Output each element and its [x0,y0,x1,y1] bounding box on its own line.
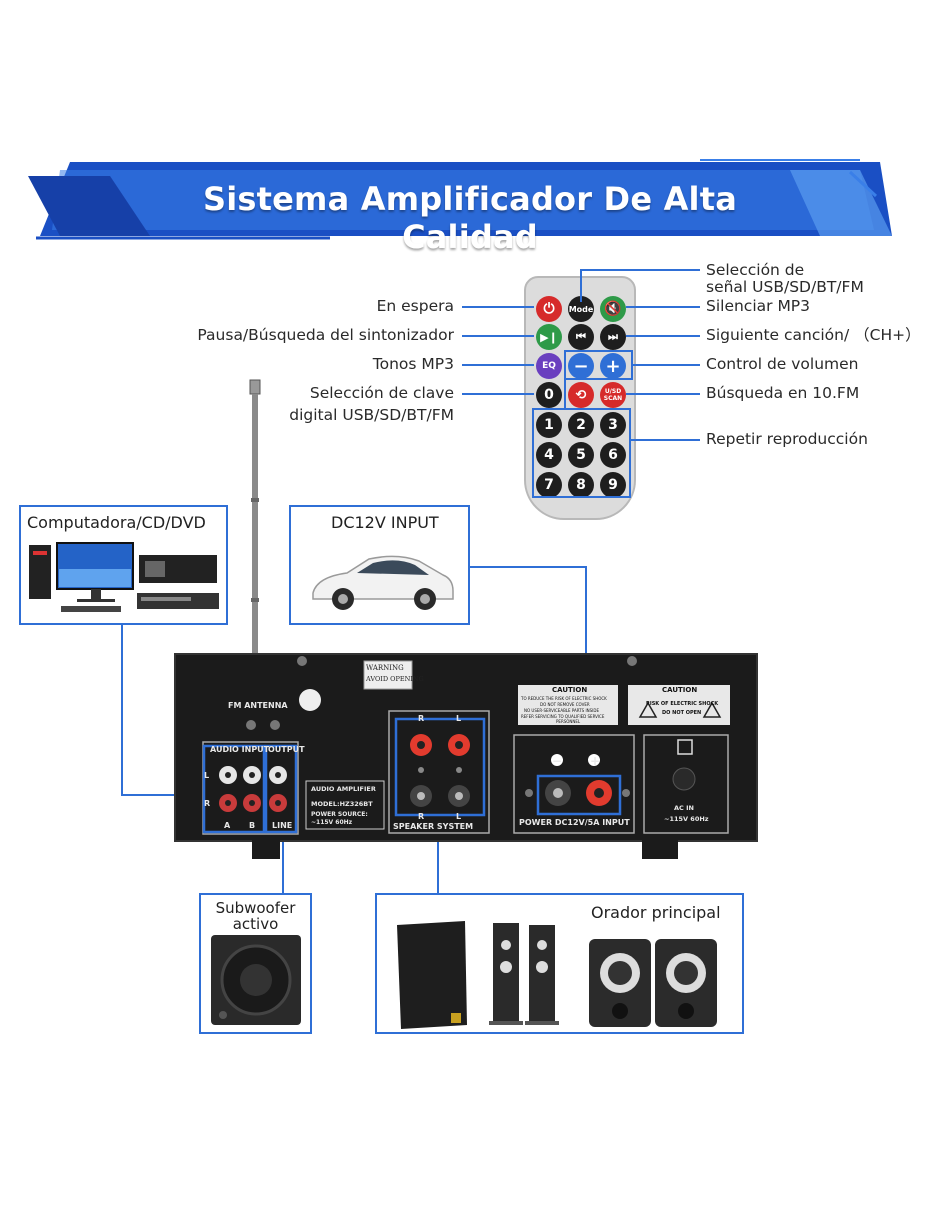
digit-5-button[interactable]: 5 [568,442,594,468]
label-digital-key-1: Selección de clave [309,384,454,402]
model-box-line1: AUDIO AMPLIFIER [311,785,376,793]
main-speakers-icon [397,921,717,1029]
audio-input-label: AUDIO INPUT [210,745,270,754]
subwoofer-title-1: Subwoofer [215,899,296,917]
dc-plus-label: + [590,754,601,768]
scan-label: SCAN [603,395,623,402]
repeat-icon[interactable]: ⟲ [568,382,594,408]
next-icon[interactable]: ⏭ [600,324,626,350]
speaker-r-bottom-label: R [418,812,425,821]
model-box-line4: ~115V 60Hz [311,819,353,826]
speaker-r-top-label: R [418,714,425,723]
computer-source-title: Computadora/CD/DVD [27,513,206,532]
eq-button[interactable]: EQ [536,353,562,379]
digit-8-button[interactable]: 8 [568,472,594,498]
fm-antenna-label: FM ANTENNA [228,701,288,710]
digit-6-button[interactable]: 6 [600,442,626,468]
caution2-line1: RISK OF ELECTRIC SHOCK [646,701,719,707]
caution-small-5: PERSONNEL [556,719,581,724]
input-b-label: B [249,821,256,830]
caution-small-4: REFER SERVICING TO QUALIFIED SERVICE [521,714,605,719]
channel-r-label: R [204,799,211,808]
volume-up-button[interactable]: + [600,353,626,379]
label-fm-search: Búsqueda en 10.FM [706,384,860,402]
model-box-line3: POWER SOURCE: [311,811,368,818]
usd-scan-button[interactable]: U/SD SCAN [600,382,626,408]
dc12v-source-box: DC12V INPUT [289,505,470,625]
digit-9-button[interactable]: 9 [600,472,626,498]
power-icon[interactable]: ⏻ [536,296,562,322]
page-title: Sistema Amplificador De Alta Calidad [203,180,737,256]
subwoofer-icon [211,935,301,1025]
channel-l-label: L [204,771,210,780]
caution-small-3: NO USER-SERVICEABLE PARTS INSIDE [524,708,599,713]
ac-in-line1: AC IN [674,804,694,812]
car-icon [312,555,454,610]
digit-4-button[interactable]: 4 [536,442,562,468]
main-speaker-title: Orador principal [591,903,721,922]
power-input-label: POWER DC12V/5A INPUT [519,818,630,827]
volume-down-button[interactable]: − [568,353,594,379]
main-speaker-box: Orador principal [375,893,744,1034]
label-digital-key-2: digital USB/SD/BT/FM [289,406,454,424]
digit-1-button[interactable]: 1 [536,412,562,438]
speaker-system-label: SPEAKER SYSTEM [393,822,474,831]
caution-title-2: CAUTION [662,686,698,694]
label-volume: Control de volumen [706,355,859,373]
warning-sticker-line1: WARNING [366,664,404,672]
title-banner [28,159,892,240]
mute-icon[interactable]: 🔇 [600,296,626,322]
output-label: OUTPUT [268,745,305,754]
label-tones: Tonos MP3 [372,355,454,373]
caution2-line2: DO NOT OPEN [662,710,702,716]
subwoofer-box: Subwoofer activo [199,893,312,1034]
line-label: LINE [272,821,293,830]
dc-minus-label: − [552,754,563,768]
label-mute: Silenciar MP3 [706,297,811,315]
remote-control: ⏻ Mode 🔇 ▶❙ ⏮ ⏭ EQ − + 0 ⟲ U/SD SCAN 1 2… [524,276,636,520]
label-standby: En espera [376,297,454,315]
previous-icon[interactable]: ⏮ [568,324,594,350]
computer-source-box: Computadora/CD/DVD [19,505,228,625]
amplifier-details [202,656,730,859]
caution-title-1: CAUTION [552,686,588,694]
play-pause-icon[interactable]: ▶❙ [536,324,562,350]
digit-3-button[interactable]: 3 [600,412,626,438]
dc12v-title: DC12V INPUT [331,513,439,532]
model-box-line2: MODEL:HZ326BT [311,800,373,808]
computer-devices-icon [29,542,219,612]
ac-in-line2: ~115V 60Hz [664,815,709,823]
label-signal-select-1: Selección de [706,261,805,279]
digit-7-button[interactable]: 7 [536,472,562,498]
digit-2-button[interactable]: 2 [568,412,594,438]
label-repeat: Repetir reproducción [706,430,868,448]
digit-0-button[interactable]: 0 [536,382,562,408]
speaker-l-bottom-label: L [456,812,462,821]
label-next-song: Siguiente canción/ （CH+） [706,326,921,344]
input-a-label: A [224,821,231,830]
caution-small-2: DO NOT REMOVE COVER [540,702,590,707]
label-signal-select-2: señal USB/SD/BT/FM [706,278,864,296]
warning-sticker-line2: AVOID OPENING [366,675,424,683]
usd-label: U/SD [604,388,622,395]
caution-small-1: TO REDUCE THE RISK OF ELECTRIC SHOCK [521,696,607,701]
subwoofer-title-2: activo [232,915,279,933]
label-pause-search: Pausa/Búsqueda del sintonizador [197,326,454,344]
speaker-l-top-label: L [456,714,462,723]
